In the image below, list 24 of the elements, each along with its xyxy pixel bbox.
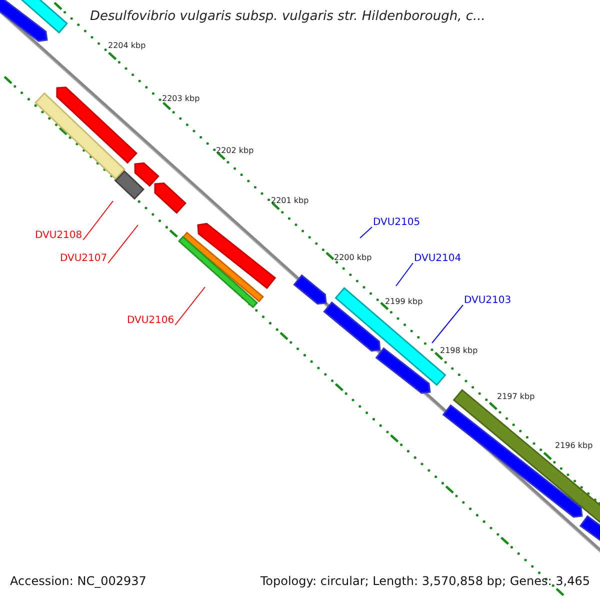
scale-label: 2196 kbp bbox=[555, 441, 593, 450]
chart-title: Desulfovibrio vulgaris subsp. vulgaris str. Hildenborough, c... bbox=[90, 9, 486, 24]
scale-label: 2197 kbp bbox=[497, 392, 535, 401]
scale-label: 2202 kbp bbox=[216, 146, 254, 155]
gene-label: DVU2107 bbox=[60, 253, 108, 265]
gene-label: DVU2106 bbox=[127, 315, 174, 327]
leader-line bbox=[108, 224, 138, 264]
leader-line bbox=[174, 286, 206, 326]
scale-label: 2203 kbp bbox=[162, 94, 200, 103]
scale-label: 2199 kbp bbox=[385, 297, 423, 306]
leader-line bbox=[432, 304, 464, 344]
footer-text: Accession: NC_002937 bbox=[10, 574, 146, 588]
gene-label: DVU2105 bbox=[373, 217, 420, 229]
leader-line bbox=[82, 200, 114, 240]
gene-label: DVU2104 bbox=[414, 253, 462, 265]
gene-label: DVU2108 bbox=[35, 230, 82, 242]
gene-label: DVU2103 bbox=[464, 295, 512, 307]
footer-text: Topology: circular; Length: 3,570,858 bp; Genes: 3,465 bbox=[260, 574, 590, 588]
scale-label: 2200 kbp bbox=[334, 253, 372, 262]
scale-label: 2198 kbp bbox=[440, 346, 478, 355]
scale-label: 2201 kbp bbox=[271, 196, 309, 205]
leader-line bbox=[396, 262, 414, 286]
scale-label: 2204 kbp bbox=[108, 41, 146, 50]
leader-line bbox=[360, 226, 372, 238]
